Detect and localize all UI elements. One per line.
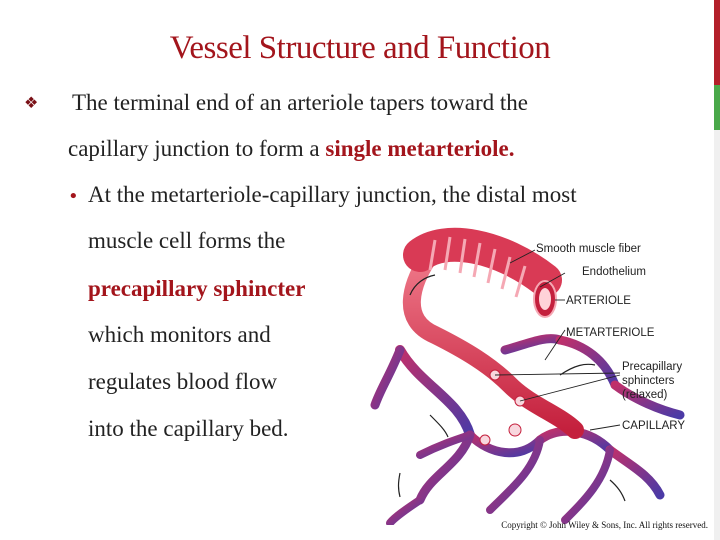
label-relaxed: (relaxed) xyxy=(622,389,668,401)
sub-bullet-line-6: into the capillary bed. xyxy=(88,416,289,441)
leader-lines xyxy=(494,249,621,431)
side-accent-bar xyxy=(714,0,720,540)
bullet-text-line-1: The terminal end of an arteriole tapers … xyxy=(72,90,528,115)
label-arteriole: ARTERIOLE xyxy=(566,295,631,307)
label-sphincters: sphincters xyxy=(622,375,675,387)
copyright-notice: Copyright © John Wiley & Sons, Inc. All … xyxy=(501,520,708,530)
flow-arrows xyxy=(397,274,626,502)
metarteriole-vessel xyxy=(402,246,584,439)
sub-bullet-line-4: which monitors and xyxy=(88,322,271,347)
arteriole-vessel xyxy=(403,227,562,318)
sub-bullet-dot-icon: • xyxy=(68,186,79,207)
bullet-text-line-2: capillary junction to form a single meta… xyxy=(68,136,515,161)
accent-red-segment xyxy=(714,0,720,85)
label-endothelium: Endothelium xyxy=(582,266,646,278)
accent-green-segment xyxy=(714,85,720,130)
diamond-bullet-icon: ❖ xyxy=(24,93,39,112)
capillary-bed-diagram: Smooth muscle fiber Endothelium ARTERIOL… xyxy=(370,227,685,525)
sub-bullet-line-1: At the metarteriole-capillary junction, … xyxy=(88,182,577,207)
sub-bullet-line-5: regulates blood flow xyxy=(88,369,278,394)
label-precapillary: Precapillary xyxy=(622,361,682,373)
highlight-precapillary-sphincter: precapillary sphincter xyxy=(88,276,306,301)
label-smooth-muscle-fiber: Smooth muscle fiber xyxy=(536,243,641,255)
slide-title: Vessel Structure and Function xyxy=(169,30,551,66)
precapillary-sphincters xyxy=(479,369,526,446)
label-metarteriole: METARTERIOLE xyxy=(566,327,655,339)
label-capillary: CAPILLARY xyxy=(622,420,685,432)
highlight-single-metarteriole: single metarteriole. xyxy=(325,136,515,161)
sub-bullet-line-2: muscle cell forms the xyxy=(88,228,286,253)
